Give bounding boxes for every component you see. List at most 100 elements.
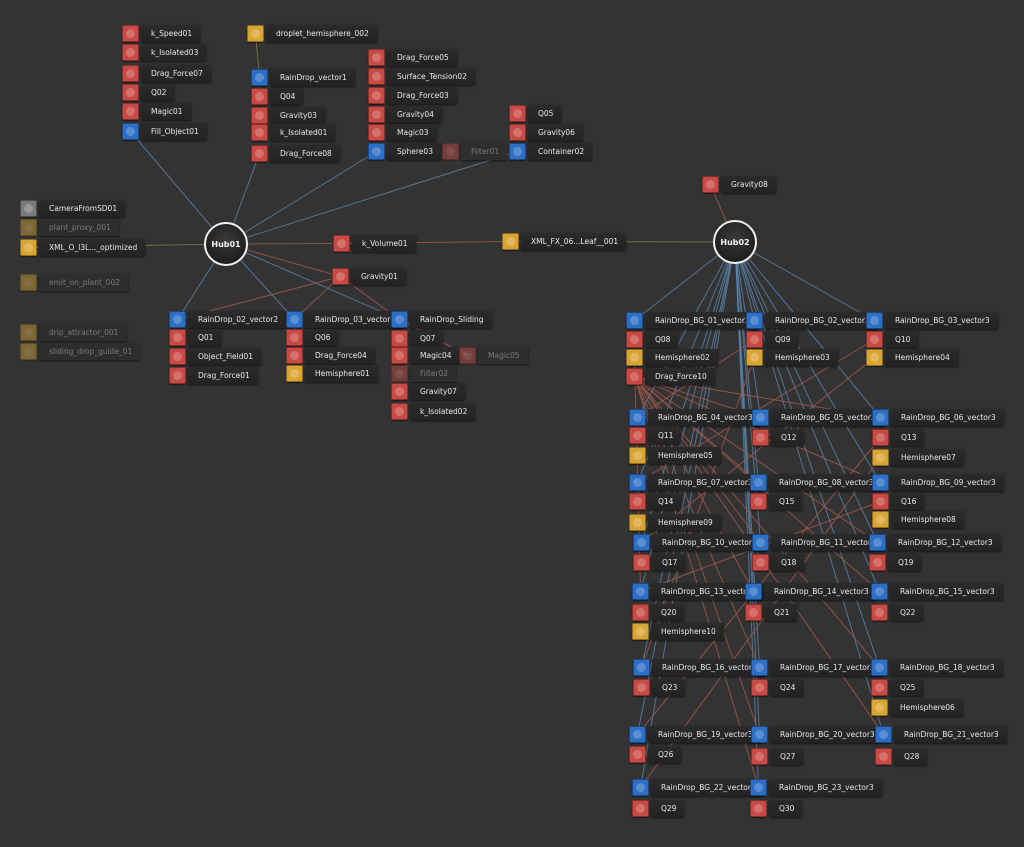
node-q18[interactable]: Q18 xyxy=(752,553,805,572)
node-hemisphere03[interactable]: Hemisphere03 xyxy=(746,348,838,367)
node-q19[interactable]: Q19 xyxy=(869,553,922,572)
node-filter01[interactable]: Filter01 xyxy=(442,142,508,161)
node-raindrop-bg-20-vector3[interactable]: RainDrop_BG_20_vector3 xyxy=(751,725,883,744)
node-surface-tension02[interactable]: Surface_Tension02 xyxy=(368,67,475,86)
node-q07[interactable]: Q07 xyxy=(391,329,444,348)
node-plant-proxy-001[interactable]: plant_proxy_001 xyxy=(20,218,119,237)
node-gravity04[interactable]: Gravity04 xyxy=(368,105,442,124)
node-q06[interactable]: Q06 xyxy=(286,328,339,347)
node-q17[interactable]: Q17 xyxy=(633,553,686,572)
node-drag-force05[interactable]: Drag_Force05 xyxy=(368,48,457,67)
node-container02[interactable]: Container02 xyxy=(509,142,593,161)
node-xml-o-l3l-optimized[interactable]: XML_O_l3L..._optimized xyxy=(20,238,146,257)
node-raindrop-bg-03-vector3[interactable]: RainDrop_BG_03_vector3 xyxy=(866,311,998,330)
node-raindrop-bg-14-vector3[interactable]: RainDrop_BG_14_vector3 xyxy=(745,582,877,601)
node-sliding-drop-guide-01[interactable]: sliding_drop_guide_01 xyxy=(20,342,141,361)
node-object-field01[interactable]: Object_Field01 xyxy=(169,347,262,366)
node-raindrop-bg-08-vector3[interactable]: RainDrop_BG_08_vector3 xyxy=(750,473,882,492)
node-q04[interactable]: Q04 xyxy=(251,87,304,106)
node-magic01[interactable]: Magic01 xyxy=(122,102,191,121)
node-hemisphere08[interactable]: Hemisphere08 xyxy=(872,510,964,529)
node-q24[interactable]: Q24 xyxy=(751,678,804,697)
node-q01[interactable]: Q01 xyxy=(169,328,222,347)
node-raindrop-bg-13-vector3[interactable]: RainDrop_BG_13_vector3 xyxy=(632,582,764,601)
node-drip-attractor-001[interactable]: drip_attractor_001 xyxy=(20,323,127,342)
node-raindrop-bg-18-vector3[interactable]: RainDrop_BG_18_vector3 xyxy=(871,658,1003,677)
node-q09[interactable]: Q09 xyxy=(746,330,799,349)
node-gravity08[interactable]: Gravity08 xyxy=(702,175,776,194)
node-sphere03[interactable]: Sphere03 xyxy=(368,142,441,161)
node-drag-force07[interactable]: Drag_Force07 xyxy=(122,64,211,83)
node-filter02[interactable]: Filter02 xyxy=(391,364,457,383)
node-q14[interactable]: Q14 xyxy=(629,492,682,511)
node-drag-force04[interactable]: Drag_Force04 xyxy=(286,346,375,365)
node-gravity03[interactable]: Gravity03 xyxy=(251,106,325,125)
node-drag-force01[interactable]: Drag_Force01 xyxy=(169,366,258,385)
node-k-isolated02[interactable]: k_Isolated02 xyxy=(391,402,476,421)
hub02-hub-node[interactable]: Hub02 xyxy=(713,220,757,264)
node-hemisphere02[interactable]: Hemisphere02 xyxy=(626,348,718,367)
node-drag-force10[interactable]: Drag_Force10 xyxy=(626,367,715,386)
node-gravity06[interactable]: Gravity06 xyxy=(509,123,583,142)
node-droplet-hemisphere-002[interactable]: droplet_hemisphere_002 xyxy=(247,24,377,43)
node-drag-force03[interactable]: Drag_Force03 xyxy=(368,86,457,105)
node-k-volume01[interactable]: k_Volume01 xyxy=(333,234,416,253)
node-raindrop-03-vector2[interactable]: RainDrop_03_vector2 xyxy=(286,310,404,329)
node-q16[interactable]: Q16 xyxy=(872,492,925,511)
node-raindrop-bg-07-vector3[interactable]: RainDrop_BG_07_vector3 xyxy=(629,473,761,492)
node-q11[interactable]: Q11 xyxy=(629,426,682,445)
node-k-isolated03[interactable]: k_Isolated03 xyxy=(122,43,207,62)
node-magic05[interactable]: Magic05 xyxy=(459,346,528,365)
node-fill-object01[interactable]: Fill_Object01 xyxy=(122,122,207,141)
node-raindrop-bg-02-vector3[interactable]: RainDrop_BG_02_vector3 xyxy=(746,311,878,330)
node-camerafromsd01[interactable]: CameraFromSD01 xyxy=(20,199,126,218)
node-raindrop-bg-15-vector3[interactable]: RainDrop_BG_15_vector3 xyxy=(871,582,1003,601)
node-raindrop-bg-21-vector3[interactable]: RainDrop_BG_21_vector3 xyxy=(875,725,1007,744)
node-hemisphere07[interactable]: Hemisphere07 xyxy=(872,448,964,467)
node-hemisphere01[interactable]: Hemisphere01 xyxy=(286,364,378,383)
node-raindrop-bg-04-vector3[interactable]: RainDrop_BG_04_vector3 xyxy=(629,408,761,427)
node-raindrop-vector1[interactable]: RainDrop_vector1 xyxy=(251,68,355,87)
node-q28[interactable]: Q28 xyxy=(875,747,928,766)
node-hemisphere04[interactable]: Hemisphere04 xyxy=(866,348,958,367)
node-q25[interactable]: Q25 xyxy=(871,678,924,697)
node-raindrop-bg-16-vector3[interactable]: RainDrop_BG_16_vector3 xyxy=(633,658,765,677)
node-q08[interactable]: Q08 xyxy=(626,330,679,349)
node-k-speed01[interactable]: k_Speed01 xyxy=(122,24,201,43)
node-q20[interactable]: Q20 xyxy=(632,603,685,622)
node-k-isolated01[interactable]: k_Isolated01 xyxy=(251,123,336,142)
node-raindrop-bg-19-vector3[interactable]: RainDrop_BG_19_vector3 xyxy=(629,725,761,744)
node-drag-force08[interactable]: Drag_Force08 xyxy=(251,144,340,163)
node-q05[interactable]: Q05 xyxy=(509,104,562,123)
node-q26[interactable]: Q26 xyxy=(629,745,682,764)
node-raindrop-bg-05-vector3[interactable]: RainDrop_BG_05_vector3 xyxy=(752,408,884,427)
node-xml-fx-06-leaf-001[interactable]: XML_FX_06...Leaf__001 xyxy=(502,232,627,251)
node-raindrop-bg-11-vector3[interactable]: RainDrop_BG_11_vector3 xyxy=(752,533,884,552)
node-q10[interactable]: Q10 xyxy=(866,330,919,349)
node-hemisphere05[interactable]: Hemisphere05 xyxy=(629,446,721,465)
node-gravity01[interactable]: Gravity01 xyxy=(332,267,406,286)
node-q22[interactable]: Q22 xyxy=(871,603,924,622)
node-q30[interactable]: Q30 xyxy=(750,799,803,818)
node-raindrop-02-vector2[interactable]: RainDrop_02_vector2 xyxy=(169,310,287,329)
node-q21[interactable]: Q21 xyxy=(745,603,798,622)
node-raindrop-bg-22-vector3[interactable]: RainDrop_BG_22_vector3 xyxy=(632,778,764,797)
node-q13[interactable]: Q13 xyxy=(872,428,925,447)
node-raindrop-bg-06-vector3[interactable]: RainDrop_BG_06_vector3 xyxy=(872,408,1004,427)
node-gravity07[interactable]: Gravity07 xyxy=(391,382,465,401)
node-raindrop-sliding[interactable]: RainDrop_Sliding xyxy=(391,310,492,329)
node-magic04[interactable]: Magic04 xyxy=(391,346,460,365)
node-q27[interactable]: Q27 xyxy=(751,747,804,766)
node-hemisphere10[interactable]: Hemisphere10 xyxy=(632,622,724,641)
node-raindrop-bg-17-vector3[interactable]: RainDrop_BG_17_vector3 xyxy=(751,658,883,677)
node-emit-on-plant-002[interactable]: emit_on_plant_002 xyxy=(20,273,128,292)
node-q15[interactable]: Q15 xyxy=(750,492,803,511)
node-raindrop-bg-23-vector3[interactable]: RainDrop_BG_23_vector3 xyxy=(750,778,882,797)
node-magic03[interactable]: Magic03 xyxy=(368,123,437,142)
node-raindrop-bg-01-vector3[interactable]: RainDrop_BG_01_vector3 xyxy=(626,311,758,330)
node-q29[interactable]: Q29 xyxy=(632,799,685,818)
node-raindrop-bg-12-vector3[interactable]: RainDrop_BG_12_vector3 xyxy=(869,533,1001,552)
node-q12[interactable]: Q12 xyxy=(752,428,805,447)
node-raindrop-bg-10-vector3[interactable]: RainDrop_BG_10_vector3 xyxy=(633,533,765,552)
